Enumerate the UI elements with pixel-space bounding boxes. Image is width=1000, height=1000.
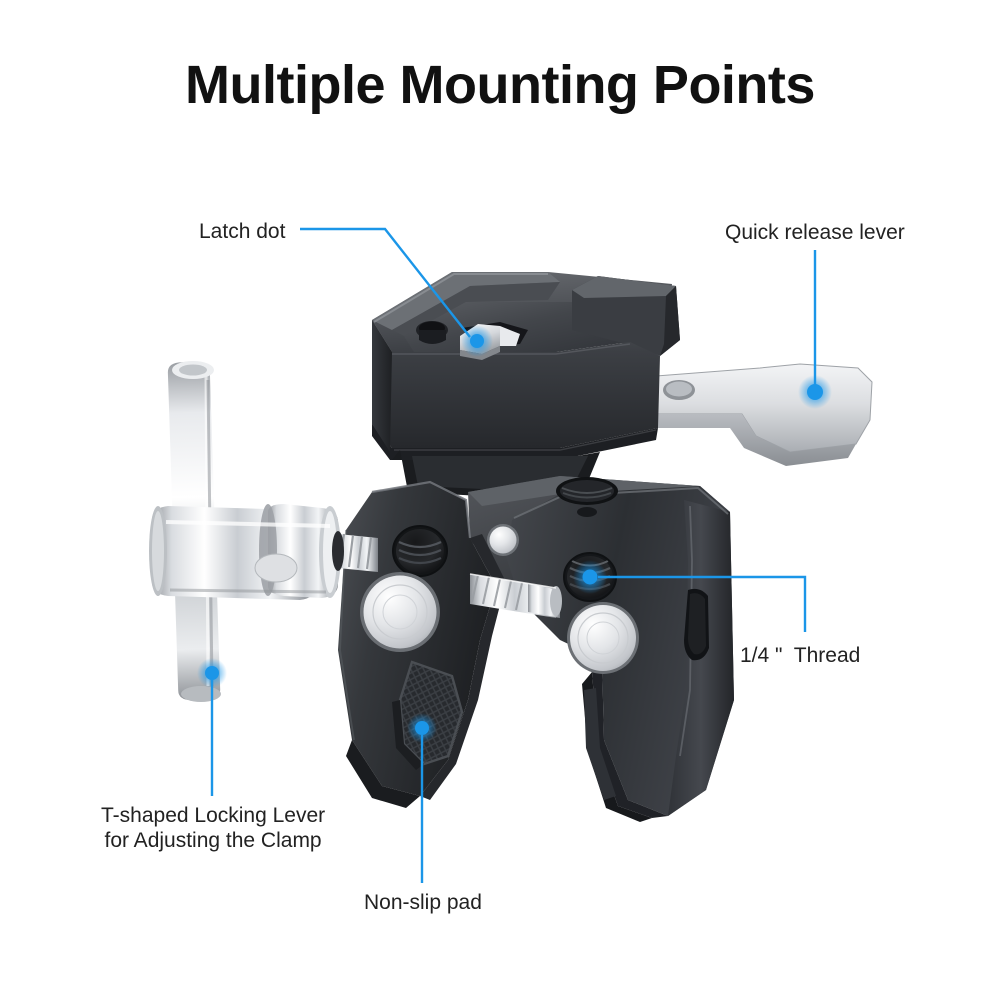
callout-label-quick-release: Quick release lever bbox=[725, 221, 905, 244]
dot-quick-release bbox=[807, 384, 823, 400]
callout-dots bbox=[197, 325, 832, 743]
top-thread-hole bbox=[556, 477, 618, 505]
side-slot bbox=[684, 588, 709, 661]
callout-label-non-slip-pad: Non-slip pad bbox=[364, 891, 482, 914]
quick-release-lever bbox=[629, 360, 873, 466]
dot-latch-dot bbox=[470, 334, 484, 348]
clamp-screw-shaft bbox=[469, 573, 562, 618]
callout-label-quarter-thread: 1/4 " Thread bbox=[740, 644, 861, 667]
callout-label-t-locking-lever: T-shaped Locking Lever for Adjusting the… bbox=[101, 804, 326, 852]
callout-label-latch-dot: Latch dot bbox=[199, 220, 286, 243]
jaw-pad-right bbox=[567, 602, 639, 674]
jaw-pad-left bbox=[360, 572, 440, 652]
dot-non-slip-pad bbox=[415, 721, 429, 735]
jaw-thread-hole-left bbox=[392, 525, 448, 577]
hub-pin bbox=[487, 524, 519, 556]
clamp-jaw-right bbox=[487, 477, 734, 822]
quick-release-plate bbox=[372, 272, 680, 460]
page-title: Multiple Mounting Points bbox=[185, 55, 815, 115]
dot-t-lever bbox=[205, 666, 219, 680]
dot-quarter-thread bbox=[582, 569, 598, 585]
t-lever-screw bbox=[332, 531, 378, 572]
callout-leaders bbox=[210, 227, 817, 883]
t-locking-lever bbox=[149, 361, 378, 702]
leader-latch-dot bbox=[300, 227, 471, 338]
leader-quarter-thread bbox=[598, 575, 807, 632]
